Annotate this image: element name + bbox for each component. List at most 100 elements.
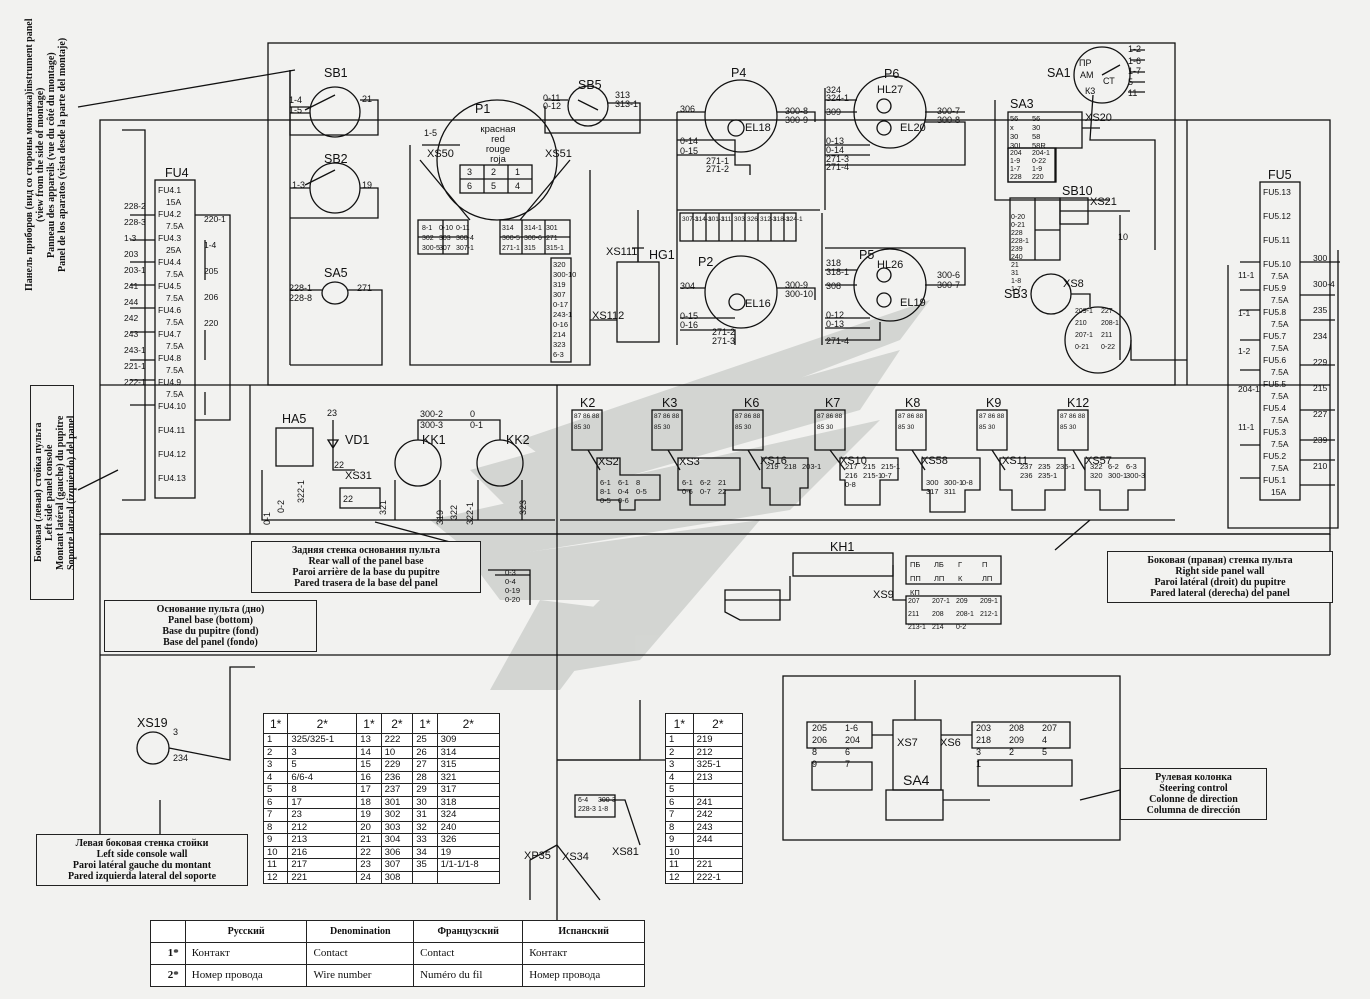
legend-cell: 1* <box>150 942 186 965</box>
wire-label: 300-2 <box>420 409 444 419</box>
main-table-header-cell: 1* <box>356 713 382 734</box>
xs-block-pin-3: 215-1 <box>863 471 883 480</box>
fu5-wire-left: 11-1 <box>1238 422 1255 432</box>
p1-conn-left-pin: 302 <box>422 235 434 242</box>
k8-label: K8 <box>905 396 921 410</box>
sb10-pin: 228-1 <box>1011 238 1029 245</box>
xs10-label: XS10 <box>840 455 867 467</box>
xs8-label: XS8 <box>1063 278 1084 290</box>
fu4-rating <box>158 436 186 448</box>
main-table-cell: 17 <box>356 783 382 797</box>
sb10-pin: 1-8 <box>1011 278 1022 285</box>
xs-block-pin-4: 311 <box>944 487 956 496</box>
small-table-cell: 7 <box>665 808 694 822</box>
main-table-header-cell: 1* <box>262 713 289 734</box>
fu4-wire-left: 228-2 <box>124 201 146 211</box>
main-table-cell: 237 <box>380 783 414 797</box>
xs9-pin: 0-2 <box>956 624 967 631</box>
wire-label: 0-15 <box>680 146 699 156</box>
fu5-fuse: FU5.2 <box>1263 451 1287 461</box>
small-table-cell: 4 <box>665 770 694 784</box>
fu5-rating <box>1263 246 1291 258</box>
relay-contact-k3: 85 <box>817 424 825 431</box>
relay-contact-k4: 87 <box>898 413 906 420</box>
wire-label: 300-9 <box>785 115 809 125</box>
strip-pin: 307 <box>553 290 566 299</box>
fu5-fuse: FU5.9 <box>1263 283 1287 293</box>
xs9-pin: 211 <box>908 611 920 618</box>
sb10-pin: 0-20 <box>1011 214 1026 221</box>
wire-label: 0-15 <box>680 311 699 321</box>
xs-block-pin-0: 0-6 <box>618 496 629 505</box>
fu5-fuse: FU5.11 <box>1263 235 1291 245</box>
sa3-pin: 58 <box>1032 132 1041 141</box>
main-table-cell: 314 <box>436 745 501 759</box>
small-table-cell: 12 <box>665 870 694 884</box>
wire-label: 1-2 <box>1128 44 1142 54</box>
main-table-cell: 4 <box>262 770 289 784</box>
wire-label: 228-1 <box>289 283 313 293</box>
relay-contact-k1: 85 <box>654 424 662 431</box>
main-table-cell: 236 <box>380 770 414 784</box>
p1-conn-left-pin: 0-10 <box>439 225 454 232</box>
xs20-label: XS20 <box>1085 112 1112 124</box>
xs81-label: XS81 <box>612 846 639 858</box>
fu5-wire-right: 234 <box>1313 331 1328 341</box>
xs-block-pin-5: 235-1 <box>1056 462 1076 471</box>
fu4-wire-left: 203 <box>124 249 139 259</box>
p1-conn-left-pin: 303 <box>439 235 451 242</box>
sb3-dial-pin: 211 <box>1101 332 1113 339</box>
xs-block-pin-4: 300-1 <box>944 478 964 487</box>
wire-label: 300-8 <box>937 115 961 125</box>
main-table-cell: 14 <box>356 745 382 759</box>
xs-block-pin-6: 6-3 <box>1126 462 1137 471</box>
wire-label: 318 <box>826 258 842 268</box>
xs-block-pin-3: 216 <box>845 471 858 480</box>
fu5-fuse: FU5.8 <box>1263 307 1287 317</box>
fu4-fuse: FU4.3 <box>158 233 182 243</box>
el16-label: EL16 <box>745 298 771 310</box>
wire-label: 300-8 <box>785 106 809 116</box>
main-table-cell: 306 <box>380 845 414 859</box>
fu4-wire-left: 242 <box>124 313 139 323</box>
fu4-wire-left: 243 <box>124 329 139 339</box>
wire-label: 10 <box>1118 232 1129 242</box>
xs6-pin: 4 <box>1042 735 1048 745</box>
p1-pin: 1 <box>515 167 521 177</box>
main-table-cell: 3 <box>262 758 289 772</box>
xs-block-pin-1: 6-1 <box>682 478 693 487</box>
wire-label: 1-5 <box>289 105 303 115</box>
fu5-wire-right: 239 <box>1313 435 1328 445</box>
hg1-label: HG1 <box>649 248 675 262</box>
fu5-wire-left: 1-2 <box>1238 346 1251 356</box>
fu4-rating: 25A <box>166 245 182 255</box>
fu4-fuse: FU4.9 <box>158 377 182 387</box>
small-table-cell: 241 <box>692 795 744 809</box>
wire-label: 1-4 <box>289 95 303 105</box>
sb10-pin: 1-7 <box>1011 286 1022 293</box>
sa5-label: SA5 <box>324 266 348 280</box>
p1-conn-right-pin: 315 <box>524 245 536 252</box>
wire-label: 0-16 <box>680 320 699 330</box>
hg1-conn-pin: 311 <box>721 216 732 223</box>
fu4-rating <box>158 412 186 424</box>
p2-label: P2 <box>698 255 714 269</box>
wire-label: 234 <box>173 753 189 763</box>
p5-label: P5 <box>859 248 875 262</box>
main-table-cell: 309 <box>436 733 501 747</box>
relay-contact-k3: 30 <box>826 424 834 431</box>
wire-label: 0-13 <box>826 136 845 146</box>
xs9-pin: 212-1 <box>980 611 998 618</box>
legend-header-cell: Французский <box>413 920 524 943</box>
